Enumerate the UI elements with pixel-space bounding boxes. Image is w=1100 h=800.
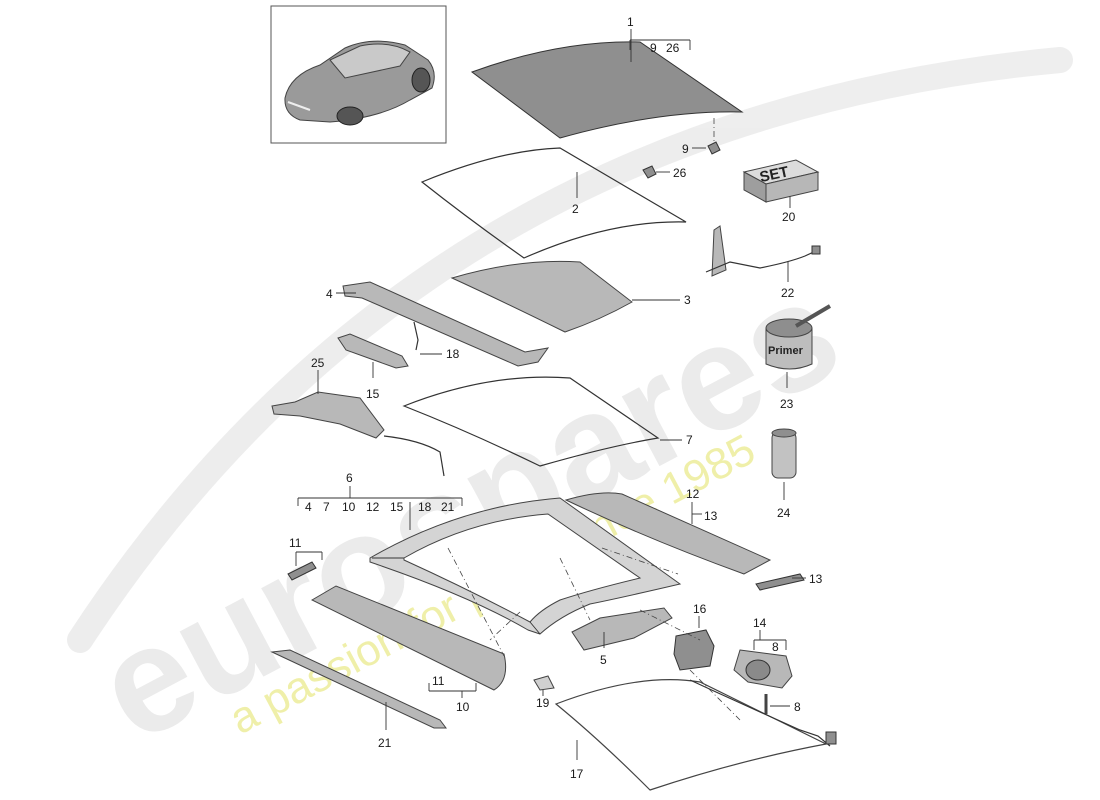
- part-18-bracket: 18: [420, 347, 460, 361]
- callout-1-label: 1: [627, 15, 634, 29]
- part-3-panel: 3: [450, 260, 691, 333]
- callout-14-label: 14: [753, 616, 767, 630]
- callout-6-label: 6: [346, 471, 353, 485]
- part-19-grommet: 19: [533, 675, 555, 710]
- part-9-clip: 9: [682, 118, 721, 156]
- part-7-seal: 7: [402, 376, 693, 467]
- part-5-rail: 5: [571, 607, 673, 667]
- callout-10-sub-11: 11: [432, 674, 445, 688]
- callout-6-sub-15: 15: [390, 500, 404, 514]
- part-8-screw: 8: [764, 694, 801, 714]
- callout-6-sub-18: 18: [418, 500, 432, 514]
- callout-22-label: 22: [781, 286, 795, 300]
- callout-11-label: 11: [289, 536, 302, 550]
- part-25-guide: 25: [271, 356, 445, 477]
- callout-15-label: 15: [366, 387, 380, 401]
- part-16-module: 16: [673, 602, 715, 671]
- part-1-roof-glass: [470, 41, 744, 139]
- callout-4-label: 4: [326, 287, 333, 301]
- part-6-frame: [369, 497, 682, 635]
- callout-5-label: 5: [600, 653, 607, 667]
- part-12-panel: 12 13: [564, 487, 772, 575]
- callout-1-sub-26: 26: [666, 41, 680, 55]
- callout-2-label: 2: [572, 202, 579, 216]
- callout-6-sub-4: 4: [305, 500, 312, 514]
- callout-6-sub-21: 21: [441, 500, 455, 514]
- callout-19-label: 19: [536, 696, 550, 710]
- part-10-deflector: 11 10: [310, 585, 507, 714]
- callout-6: 6 4 7 10 12 15 18 21: [297, 471, 463, 530]
- callout-10-label: 10: [456, 700, 470, 714]
- callout-25-label: 25: [311, 356, 325, 370]
- callout-16-label: 16: [693, 602, 707, 616]
- part-2-seal: 2: [420, 147, 687, 259]
- callout-13-label: 13: [809, 572, 823, 586]
- assembly-lines: [447, 547, 741, 721]
- car-thumbnail: [270, 5, 447, 144]
- callout-9-label: 9: [682, 142, 689, 156]
- callout-26-label: 26: [673, 166, 687, 180]
- part-22-cable: 22: [705, 225, 821, 300]
- callout-21-label: 21: [378, 736, 392, 750]
- part-15-drive: 15: [337, 321, 419, 401]
- primer-label: Primer: [768, 345, 804, 357]
- part-23-primer: Primer 23: [765, 304, 832, 411]
- part-21-cable: 21: [270, 649, 447, 750]
- callout-7-label: 7: [686, 433, 693, 447]
- callout-8-label: 8: [794, 700, 801, 714]
- part-26-bracket: 26: [642, 165, 687, 180]
- callout-23-label: 23: [780, 397, 794, 411]
- callout-14-sub-8: 8: [772, 640, 779, 654]
- callout-18-label: 18: [446, 347, 460, 361]
- callout-1: 1 9 26: [627, 15, 691, 62]
- callout-1-sub-9: 9: [650, 41, 657, 55]
- callout-17-label: 17: [570, 767, 584, 781]
- part-17-headliner: 17: [554, 679, 837, 791]
- callout-20-label: 20: [782, 210, 796, 224]
- part-14-motor: 14 8: [733, 616, 793, 689]
- part-20-set: SET 20: [742, 159, 820, 224]
- callout-12-label: 12: [686, 487, 700, 501]
- callout-24-label: 24: [777, 506, 791, 520]
- part-4-crossmember: 4: [326, 281, 550, 367]
- callout-6-sub-10: 10: [342, 500, 356, 514]
- watermark: eurospares a passion for parts since 198…: [67, 47, 1073, 773]
- set-box-text: SET: [758, 163, 790, 186]
- callout-12-sub-13: 13: [704, 509, 718, 523]
- callout-6-sub-12: 12: [366, 500, 380, 514]
- part-11-bracket: 11: [287, 536, 323, 581]
- part-13-strip: 13: [755, 572, 823, 591]
- callout-6-sub-7: 7: [323, 500, 330, 514]
- part-24-cartridge: 24: [771, 428, 797, 520]
- callout-3-label: 3: [684, 293, 691, 307]
